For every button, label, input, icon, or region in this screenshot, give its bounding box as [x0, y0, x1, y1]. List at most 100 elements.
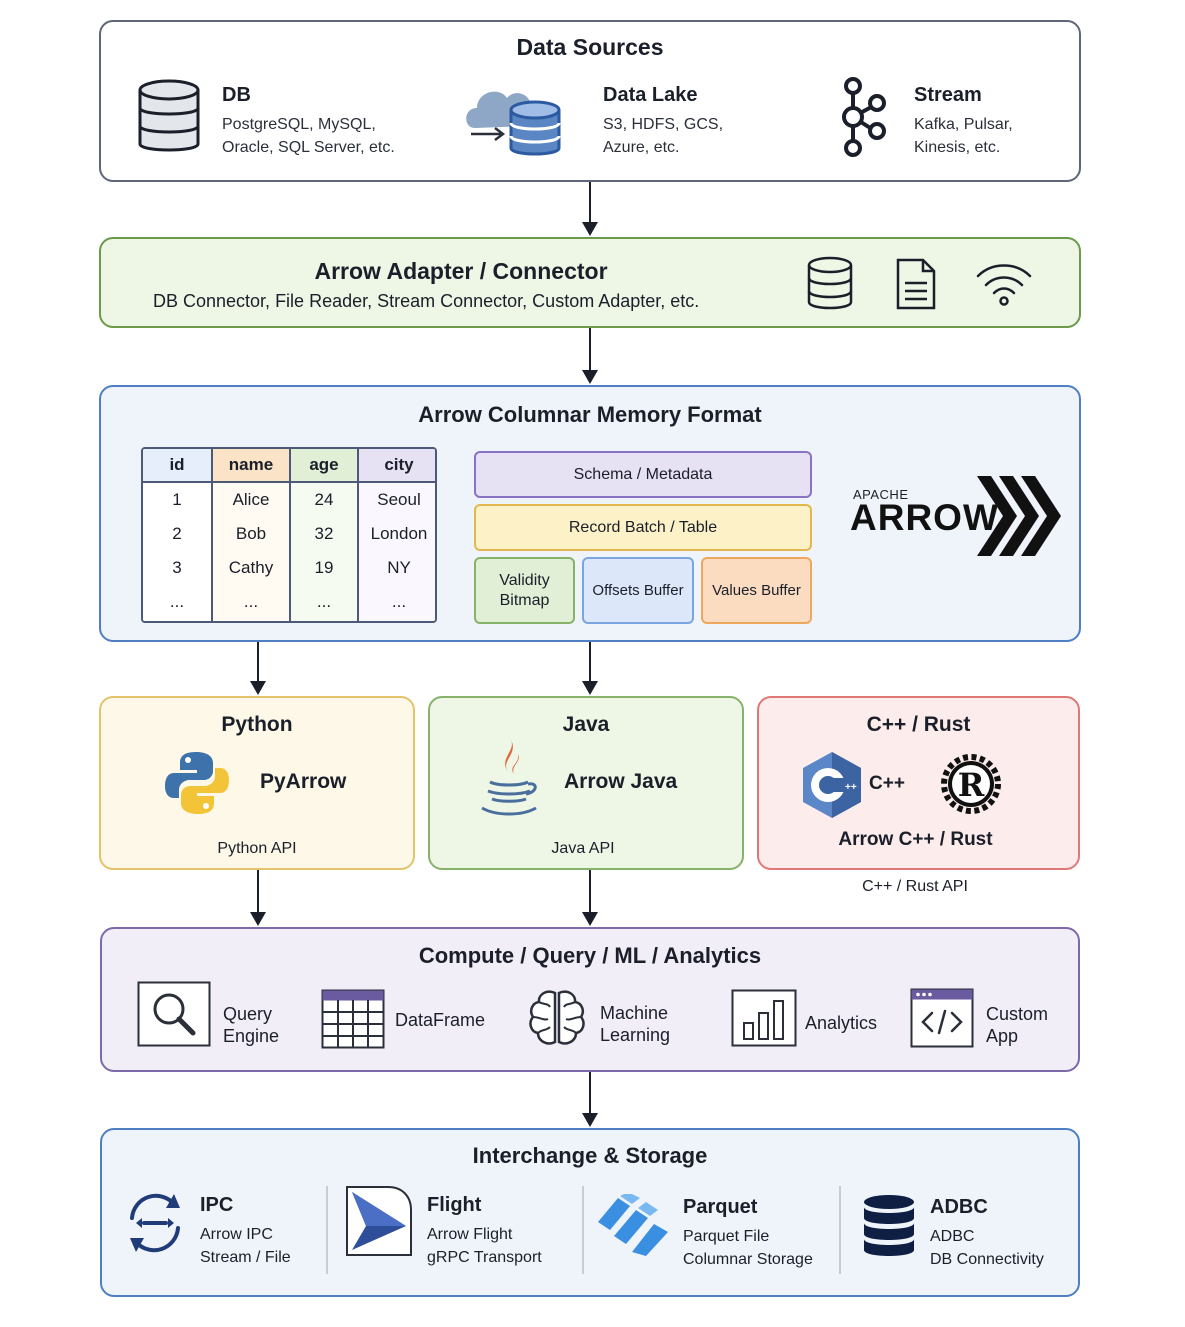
cpp-rust-api-label: C++ / Rust API [862, 878, 968, 895]
svg-text:++: ++ [845, 782, 857, 793]
logo-arrow-text: ARROW [850, 497, 999, 538]
flight-name: Flight [427, 1194, 482, 1216]
source-stream-desc-line-2: Kinesis, etc. [914, 139, 1001, 156]
analytics-label: Analytics [805, 1013, 878, 1033]
table-cell: 1 [172, 490, 182, 509]
database-icon [807, 256, 853, 310]
table-cell: 3 [172, 558, 182, 577]
column-id-header: id [143, 449, 211, 483]
column-age: age 24 32 19 ... [291, 449, 359, 621]
kafka-stream-icon [842, 77, 886, 157]
python-title: Python [221, 713, 293, 736]
adbc-name: ADBC [930, 1196, 988, 1218]
custom-app-label: Custom App [986, 1003, 1048, 1047]
column-id: id 1 2 3 ... [143, 449, 213, 621]
arrow-cpp-rust-label: Arrow C++ / Rust [838, 829, 993, 850]
table-cell: 24 [314, 490, 334, 509]
table-cell: Alice [232, 490, 270, 509]
memory-format-title: Arrow Columnar Memory Format [418, 402, 762, 427]
query-engine-label: Query Engine [223, 1003, 279, 1047]
source-stream-name: Stream [914, 84, 982, 106]
table-cell: 19 [314, 558, 334, 577]
file-icon [896, 258, 936, 310]
bar-chart-icon [731, 989, 797, 1047]
column-age-header: age [291, 449, 357, 483]
ipc-desc-line-2: Stream / File [200, 1249, 291, 1266]
source-stream: Stream Kafka, Pulsar, Kinesis, etc. [914, 84, 1013, 159]
flight-desc-line-1: Arrow Flight [427, 1226, 513, 1243]
rust-icon: R [941, 754, 1001, 814]
parquet-name: Parquet [683, 1196, 758, 1218]
code-window-icon [910, 988, 974, 1048]
arrow-memory-to-java [582, 642, 598, 695]
table-cell: Bob [235, 524, 267, 543]
parquet-item: Parquet Parquet File Columnar Storage [683, 1196, 813, 1271]
logo-apache-text: APACHE [853, 487, 909, 502]
adapter-subtitle: DB Connector, File Reader, Stream Connec… [153, 291, 700, 311]
svg-text:R: R [958, 766, 985, 804]
custom-app-line-2: App [986, 1026, 1019, 1046]
schema-metadata-box: Schema / Metadata [474, 451, 812, 498]
parquet-desc-line-1: Parquet File [683, 1228, 770, 1245]
sync-arrows-icon [130, 1193, 180, 1253]
adapter-title: Arrow Adapter / Connector [314, 258, 608, 284]
machine-learning-line-2: Learning [600, 1025, 671, 1045]
query-engine-line-2: Engine [223, 1026, 280, 1046]
validity-bitmap-box: Validity Bitmap [474, 557, 575, 624]
data-sources-title: Data Sources [516, 34, 664, 60]
values-buffer-box: Values Buffer [701, 557, 812, 624]
table-cell: ... [316, 592, 332, 611]
offsets-buffer-box: Offsets Buffer [582, 557, 694, 624]
cpp-icon: ++ [803, 752, 861, 818]
table-cell: Seoul [377, 490, 421, 509]
cloud-database-icon [466, 91, 561, 156]
database-icon [138, 79, 200, 152]
brain-icon [529, 990, 585, 1045]
columnar-table: id 1 2 3 ... name Alice Bob Cathy ... ag… [141, 447, 437, 623]
source-data-lake-name: Data Lake [603, 84, 698, 106]
validity-line-1: Validity [499, 572, 550, 589]
arrow-chevrons-icon [977, 476, 1061, 556]
cpp-rust-panel: C++ / Rust ++ C++ R Arrow C++ / Rust [757, 696, 1080, 870]
adbc-item: ADBC ADBC DB Connectivity [930, 1196, 1044, 1271]
cpp-rust-title: C++ / Rust [866, 713, 971, 736]
compute-title: Compute / Query / ML / Analytics [418, 943, 762, 968]
table-cell: 2 [172, 524, 182, 543]
python-panel: Python PyArrow Python API [99, 696, 415, 870]
arrow-sources-to-adapter [582, 182, 598, 236]
magnifier-icon [137, 981, 211, 1047]
separator [326, 1186, 328, 1274]
java-title: Java [562, 713, 610, 736]
adapter-panel: Arrow Adapter / Connector DB Connector, … [99, 237, 1081, 328]
arrow-java-to-compute [582, 870, 598, 926]
adbc-desc-line-1: ADBC [930, 1228, 975, 1245]
source-data-lake: Data Lake S3, HDFS, GCS, Azure, etc. [603, 84, 723, 159]
compute-panel: Compute / Query / ML / Analytics Query E… [100, 927, 1080, 1072]
arrow-memory-to-python [250, 642, 266, 695]
database-stack-icon [864, 1195, 914, 1256]
interchange-title: Interchange & Storage [472, 1143, 708, 1168]
python-icon [165, 752, 229, 814]
parquet-icon [598, 1194, 668, 1256]
column-name: name Alice Bob Cathy ... [213, 449, 291, 621]
table-cell: 32 [314, 524, 334, 543]
custom-app-line-1: Custom [986, 1004, 1049, 1024]
flight-item: Flight Arrow Flight gRPC Transport [427, 1194, 542, 1269]
arrow-java-label: Arrow Java [564, 770, 678, 793]
pyarrow-label: PyArrow [260, 770, 347, 793]
column-city-header: city [359, 449, 435, 483]
memory-format-panel: Arrow Columnar Memory Format id 1 2 3 ..… [99, 385, 1081, 642]
java-icon [481, 738, 537, 816]
flight-desc-line-2: gRPC Transport [427, 1249, 542, 1266]
machine-learning-line-1: Machine [600, 1003, 669, 1023]
source-data-lake-desc-line-2: Azure, etc. [603, 139, 680, 156]
table-cell: London [370, 524, 428, 543]
source-data-lake-desc-line-1: S3, HDFS, GCS, [603, 116, 724, 133]
parquet-desc-line-2: Columnar Storage [683, 1251, 813, 1268]
source-db-desc-line-1: PostgreSQL, MySQL, [222, 116, 376, 133]
column-city: city Seoul London NY ... [359, 449, 435, 621]
table-cell: NY [387, 558, 411, 577]
table-cell: ... [169, 592, 185, 611]
source-db: DB PostgreSQL, MySQL, Oracle, SQL Server… [222, 84, 395, 159]
java-api-label: Java API [551, 840, 615, 857]
